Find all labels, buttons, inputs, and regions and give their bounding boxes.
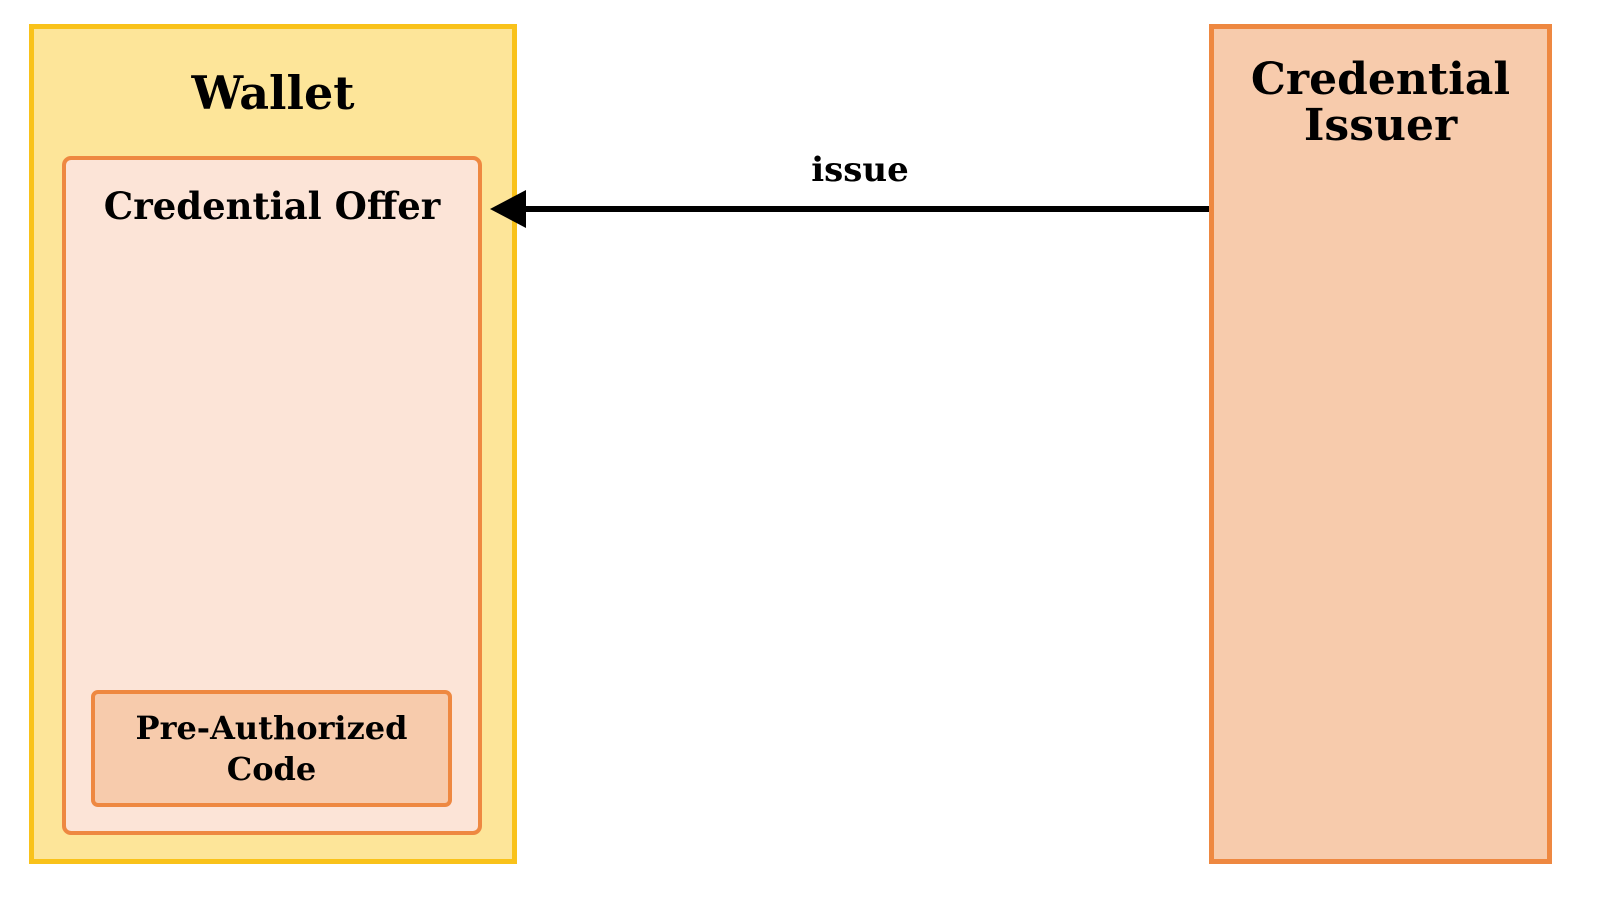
credential-issuer-title: Credential Issuer — [1214, 57, 1547, 149]
pre-authorized-code-line1: Pre-Authorized — [135, 708, 408, 747]
credential-issuer-box: Credential Issuer — [1209, 24, 1552, 864]
credential-issuer-line2: Issuer — [1303, 100, 1458, 151]
credential-issuer-line1: Credential — [1250, 54, 1511, 105]
pre-authorized-code-line2: Code — [226, 749, 317, 788]
pre-authorized-code-label: Pre-Authorized Code — [136, 708, 408, 790]
issue-edge-label: issue — [811, 150, 909, 190]
pre-authorized-code-box: Pre-Authorized Code — [91, 690, 452, 807]
wallet-title: Wallet — [191, 66, 355, 120]
credential-offer-title: Credential Offer — [103, 184, 441, 228]
